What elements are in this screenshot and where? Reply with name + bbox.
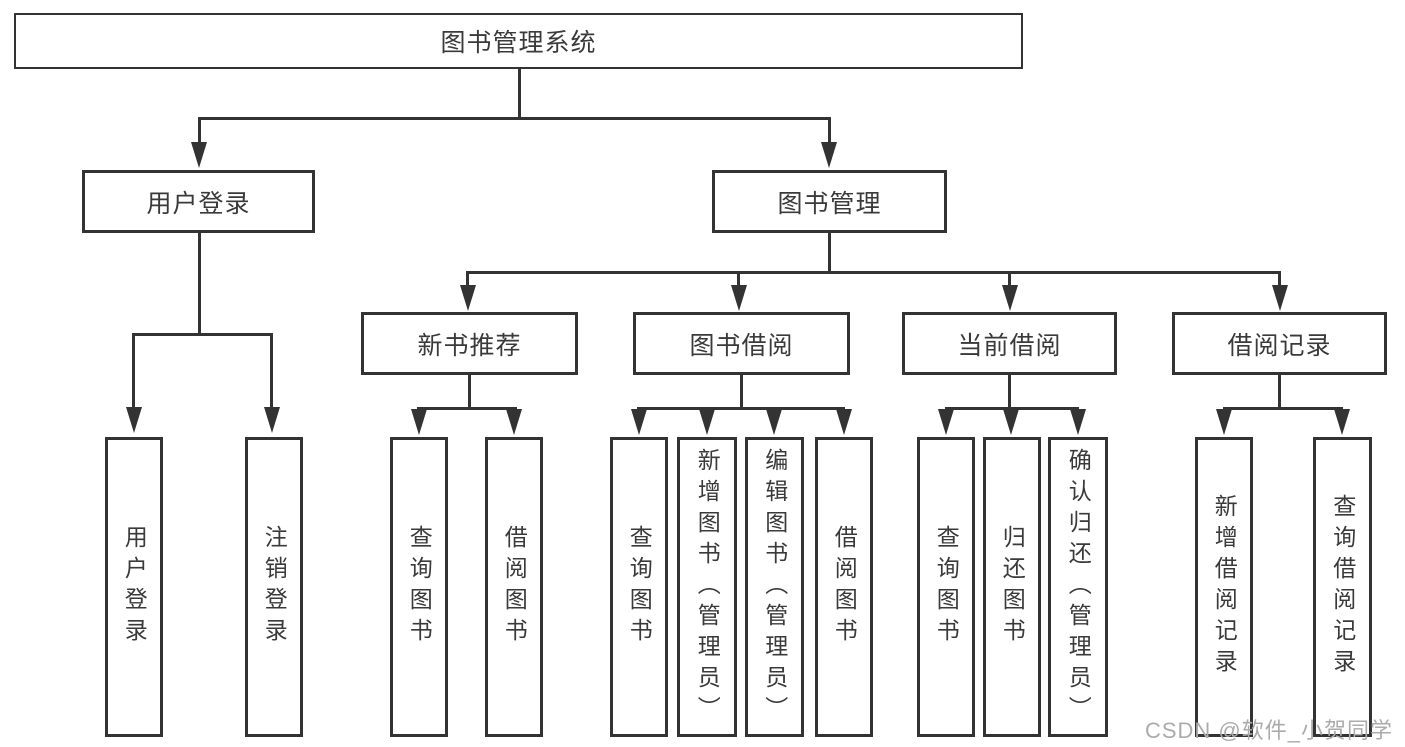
connector-line (198, 117, 201, 147)
connector-line (945, 407, 1079, 410)
node-label: 用户登录 (146, 189, 251, 218)
connector-line (467, 271, 1281, 274)
arrow-down-icon (1272, 285, 1288, 311)
leaf-label: 借阅图书 (831, 525, 858, 649)
leaf-label: 查询图书 (406, 525, 433, 649)
connector-line (1223, 407, 1343, 410)
arrow-down-icon (699, 409, 715, 435)
connector-line (737, 271, 740, 287)
connector-line (1278, 271, 1281, 287)
arrow-down-icon (264, 407, 280, 433)
leaf-query-books-borrowing: 查询图书 (610, 437, 668, 737)
leaf-label: 查询借阅记录 (1329, 494, 1356, 680)
connector-line (1008, 375, 1011, 409)
node-label: 图书管理系统 (440, 29, 597, 57)
arrow-down-icon (766, 409, 782, 435)
leaf-label: 新增借阅记录 (1211, 494, 1238, 680)
connector-line (637, 407, 845, 410)
node-current-borrowing: 当前借阅 (902, 312, 1117, 375)
arrow-down-icon (460, 285, 476, 311)
leaf-borrow-books-recommend: 借阅图书 (485, 437, 543, 737)
arrow-down-icon (1003, 409, 1019, 435)
leaf-confirm-return-admin: 确认归还（管理员） (1048, 437, 1108, 737)
arrow-down-icon (731, 285, 747, 311)
connector-line (740, 375, 743, 409)
connector-line (1278, 375, 1281, 409)
arrow-down-icon (411, 409, 427, 435)
node-book-borrowing: 图书借阅 (633, 312, 850, 375)
leaf-query-books-current: 查询图书 (917, 437, 975, 737)
node-label: 图书管理 (777, 189, 882, 218)
connector-line (468, 375, 471, 409)
connector-line (270, 334, 273, 410)
node-label: 新书推荐 (417, 331, 522, 360)
connector-line (132, 333, 273, 336)
node-book-management: 图书管理 (712, 170, 947, 233)
connector-line (198, 117, 831, 120)
node-new-book-recommend: 新书推荐 (361, 312, 578, 375)
leaf-label: 编辑图书（管理员） (761, 447, 788, 727)
arrow-down-icon (1070, 409, 1086, 435)
leaf-add-book-admin: 新增图书（管理员） (677, 437, 737, 737)
node-label: 当前借阅 (957, 331, 1062, 360)
leaf-query-borrow-record: 查询借阅记录 (1313, 437, 1372, 737)
node-user-login: 用户登录 (82, 170, 315, 233)
leaf-add-borrow-record: 新增借阅记录 (1195, 437, 1253, 737)
leaf-edit-book-admin: 编辑图书（管理员） (745, 437, 804, 737)
leaf-label: 新增图书（管理员） (694, 447, 721, 727)
arrow-down-icon (836, 409, 852, 435)
arrow-down-icon (938, 409, 954, 435)
connector-line (132, 334, 135, 410)
leaf-logout: 注销登录 (245, 437, 303, 737)
arrow-down-icon (631, 409, 647, 435)
arrow-down-icon (1216, 409, 1232, 435)
connector-line (466, 271, 469, 287)
leaf-borrow-books: 借阅图书 (815, 437, 873, 737)
node-label: 图书借阅 (689, 331, 794, 360)
leaf-label: 确认归还（管理员） (1065, 447, 1092, 727)
connector-line (828, 233, 831, 273)
leaf-label: 注销登录 (261, 525, 288, 649)
arrow-down-icon (126, 407, 142, 433)
arrow-down-icon (821, 142, 837, 168)
leaf-label: 查询图书 (626, 525, 653, 649)
leaf-label: 查询图书 (933, 525, 960, 649)
arrow-down-icon (191, 142, 207, 168)
leaf-return-books: 归还图书 (983, 437, 1041, 737)
node-borrowing-records: 借阅记录 (1172, 312, 1387, 375)
watermark: CSDN @软件_小贺同学 (1144, 718, 1393, 743)
leaf-label: 归还图书 (999, 525, 1026, 649)
connector-line (417, 407, 517, 410)
leaf-label: 借阅图书 (501, 525, 528, 649)
leaf-label: 用户登录 (121, 525, 148, 649)
arrow-down-icon (1334, 409, 1350, 435)
connector-line (1008, 271, 1011, 287)
connector-line (198, 233, 201, 336)
node-library-management-system: 图书管理系统 (14, 13, 1023, 69)
connector-line (828, 117, 831, 147)
node-label: 借阅记录 (1227, 331, 1332, 360)
arrow-down-icon (506, 409, 522, 435)
leaf-query-books-recommend: 查询图书 (390, 437, 448, 737)
connector-line (518, 69, 521, 119)
leaf-user-login: 用户登录 (105, 437, 163, 737)
arrow-down-icon (1002, 285, 1018, 311)
